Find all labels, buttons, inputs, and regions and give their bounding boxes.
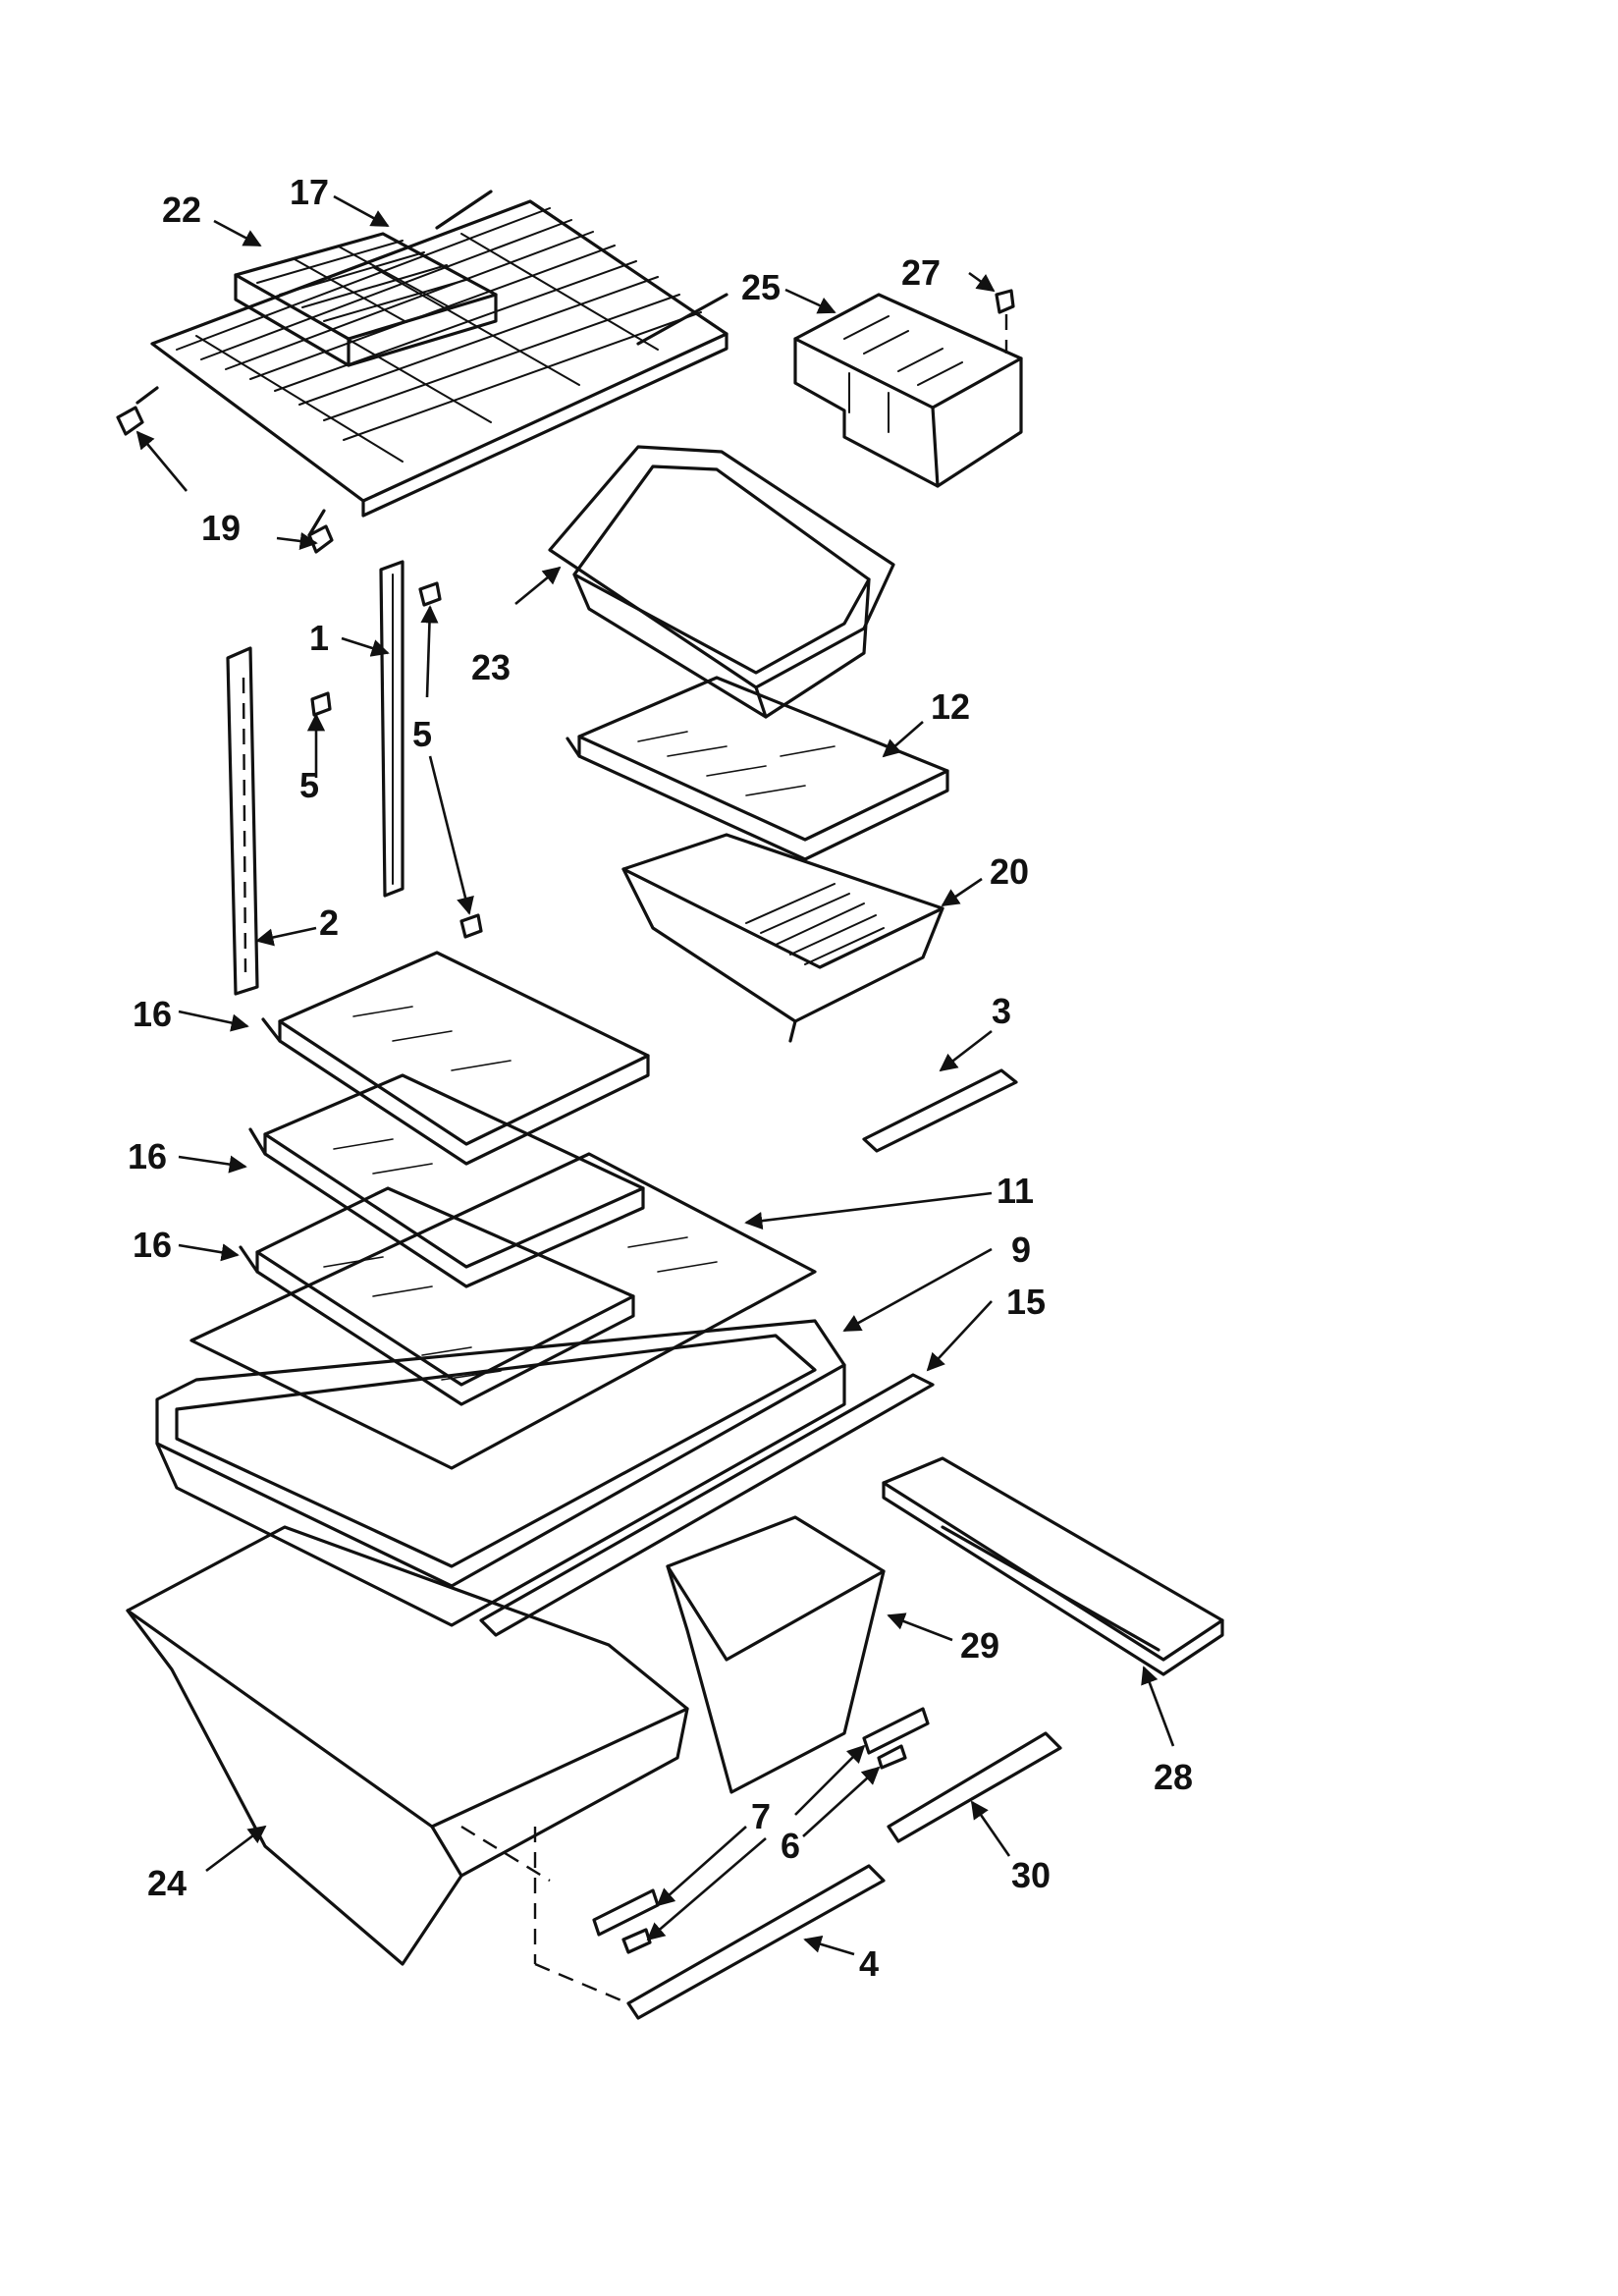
crisper-pan-small	[666, 1515, 886, 1794]
leader-lines	[135, 194, 1175, 1956]
callout-5-lower: 5	[299, 765, 319, 805]
crisper-drawer	[621, 833, 944, 1043]
glass-shelf-top	[261, 951, 650, 1166]
callout-5-upper: 5	[412, 714, 432, 754]
callout-30: 30	[1011, 1855, 1051, 1895]
callout-28: 28	[1154, 1757, 1193, 1797]
callout-17: 17	[290, 172, 329, 212]
callout-11: 11	[997, 1171, 1034, 1211]
shelf-rail-upper	[379, 560, 404, 898]
rail-screw	[310, 581, 483, 939]
callout-25: 25	[741, 267, 781, 307]
callout-16-a: 16	[133, 994, 172, 1034]
storage-bin	[548, 445, 895, 719]
track-rear	[887, 1731, 1062, 1843]
callout-1: 1	[309, 618, 329, 658]
callout-12: 12	[931, 686, 970, 727]
callout-7: 7	[751, 1796, 771, 1836]
frame-strip	[479, 1373, 935, 1637]
crisper-frame	[155, 1319, 846, 1627]
glass-shelf-bottom	[239, 1186, 635, 1406]
ice-tray	[234, 232, 498, 367]
callout-3: 3	[992, 991, 1011, 1031]
track-front	[626, 1864, 886, 2020]
crisper-cover-bracket	[882, 1456, 1224, 1676]
crisper-pan-large	[126, 1525, 689, 1966]
slide-bracket	[621, 1744, 907, 1954]
shelf-rail-lower	[226, 646, 259, 996]
crisper-glass	[189, 1152, 817, 1470]
callout-19: 19	[201, 508, 241, 548]
callout-9: 9	[1011, 1230, 1031, 1270]
bin-bracket	[793, 293, 1023, 488]
callout-16-b: 16	[128, 1136, 167, 1176]
callout-labels: 22 17 19 25 27 1 5 5 23 12 20 2 16 3 16 …	[128, 172, 1193, 1984]
callout-15: 15	[1006, 1282, 1046, 1322]
callout-27: 27	[901, 252, 941, 293]
callout-16-c: 16	[133, 1225, 172, 1265]
wire-shelf	[135, 190, 728, 537]
callout-22: 22	[162, 190, 201, 230]
callout-4: 4	[859, 1943, 879, 1984]
crisper-cover	[566, 676, 949, 861]
trim-piece	[862, 1068, 1018, 1153]
glass-shelf-middle	[248, 1073, 645, 1288]
callout-6: 6	[781, 1826, 800, 1866]
callout-20: 20	[990, 851, 1029, 892]
callout-2: 2	[319, 902, 339, 943]
callout-24: 24	[147, 1863, 187, 1903]
callout-23: 23	[471, 647, 511, 687]
pan-divider	[460, 1825, 629, 2005]
callout-29: 29	[960, 1625, 999, 1666]
screw	[995, 289, 1015, 354]
